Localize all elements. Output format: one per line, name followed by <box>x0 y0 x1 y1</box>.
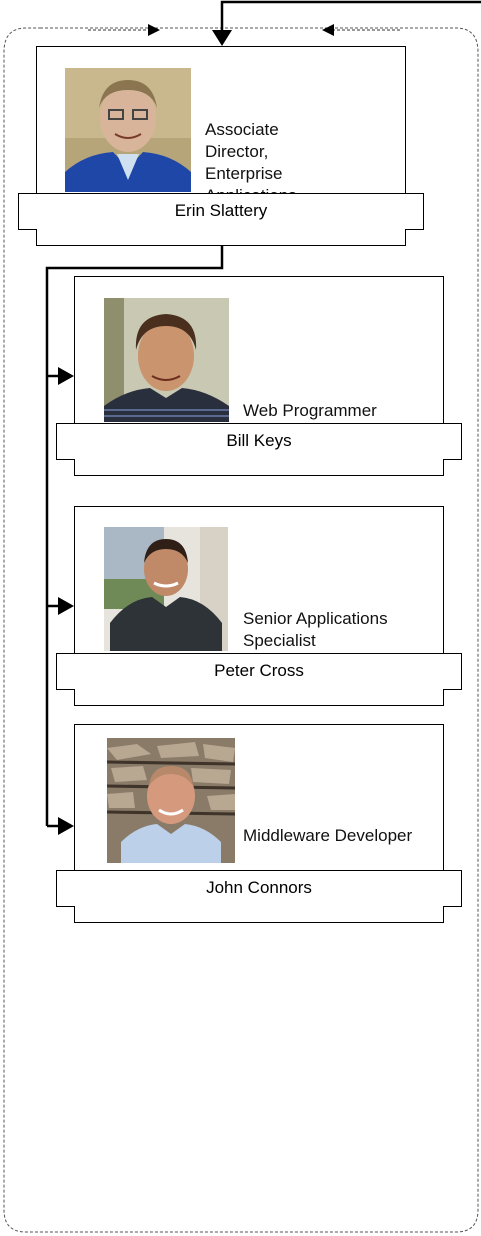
branch-arrowhead-peter-cross-icon <box>58 597 74 615</box>
dashed-arrowhead-right-icon <box>322 24 334 36</box>
report-photo <box>104 298 229 422</box>
incoming-arrowhead-icon <box>212 30 232 46</box>
report-base-plate <box>74 906 444 923</box>
manager-base-plate <box>36 229 406 246</box>
report-base-plate <box>74 459 444 476</box>
manager-name-bar: Erin Slattery <box>18 193 424 230</box>
report-title: Web Programmer <box>243 401 377 420</box>
person-photo-icon <box>65 68 191 192</box>
report-photo <box>107 738 235 863</box>
report-name-bar: John Connors <box>56 870 462 907</box>
dashed-arrowhead-left-icon <box>148 24 160 36</box>
person-photo-icon <box>107 738 235 863</box>
report-title: Senior Applications Specialist <box>243 609 388 650</box>
incoming-connector <box>220 0 481 32</box>
reports-trunk <box>45 246 224 826</box>
branch-arrowhead-john-connors-icon <box>58 817 74 835</box>
team-group-outline <box>3 27 479 1233</box>
person-photo-icon <box>104 527 228 651</box>
report-photo <box>104 527 228 651</box>
report-title: Middleware Developer <box>243 826 413 845</box>
manager-photo <box>65 68 191 192</box>
person-photo-icon <box>104 298 229 422</box>
report-name-bar: Peter Cross <box>56 653 462 690</box>
report-base-plate <box>74 689 444 706</box>
branch-arrowhead-bill-keys-icon <box>58 367 74 385</box>
report-name-bar: Bill Keys <box>56 423 462 460</box>
